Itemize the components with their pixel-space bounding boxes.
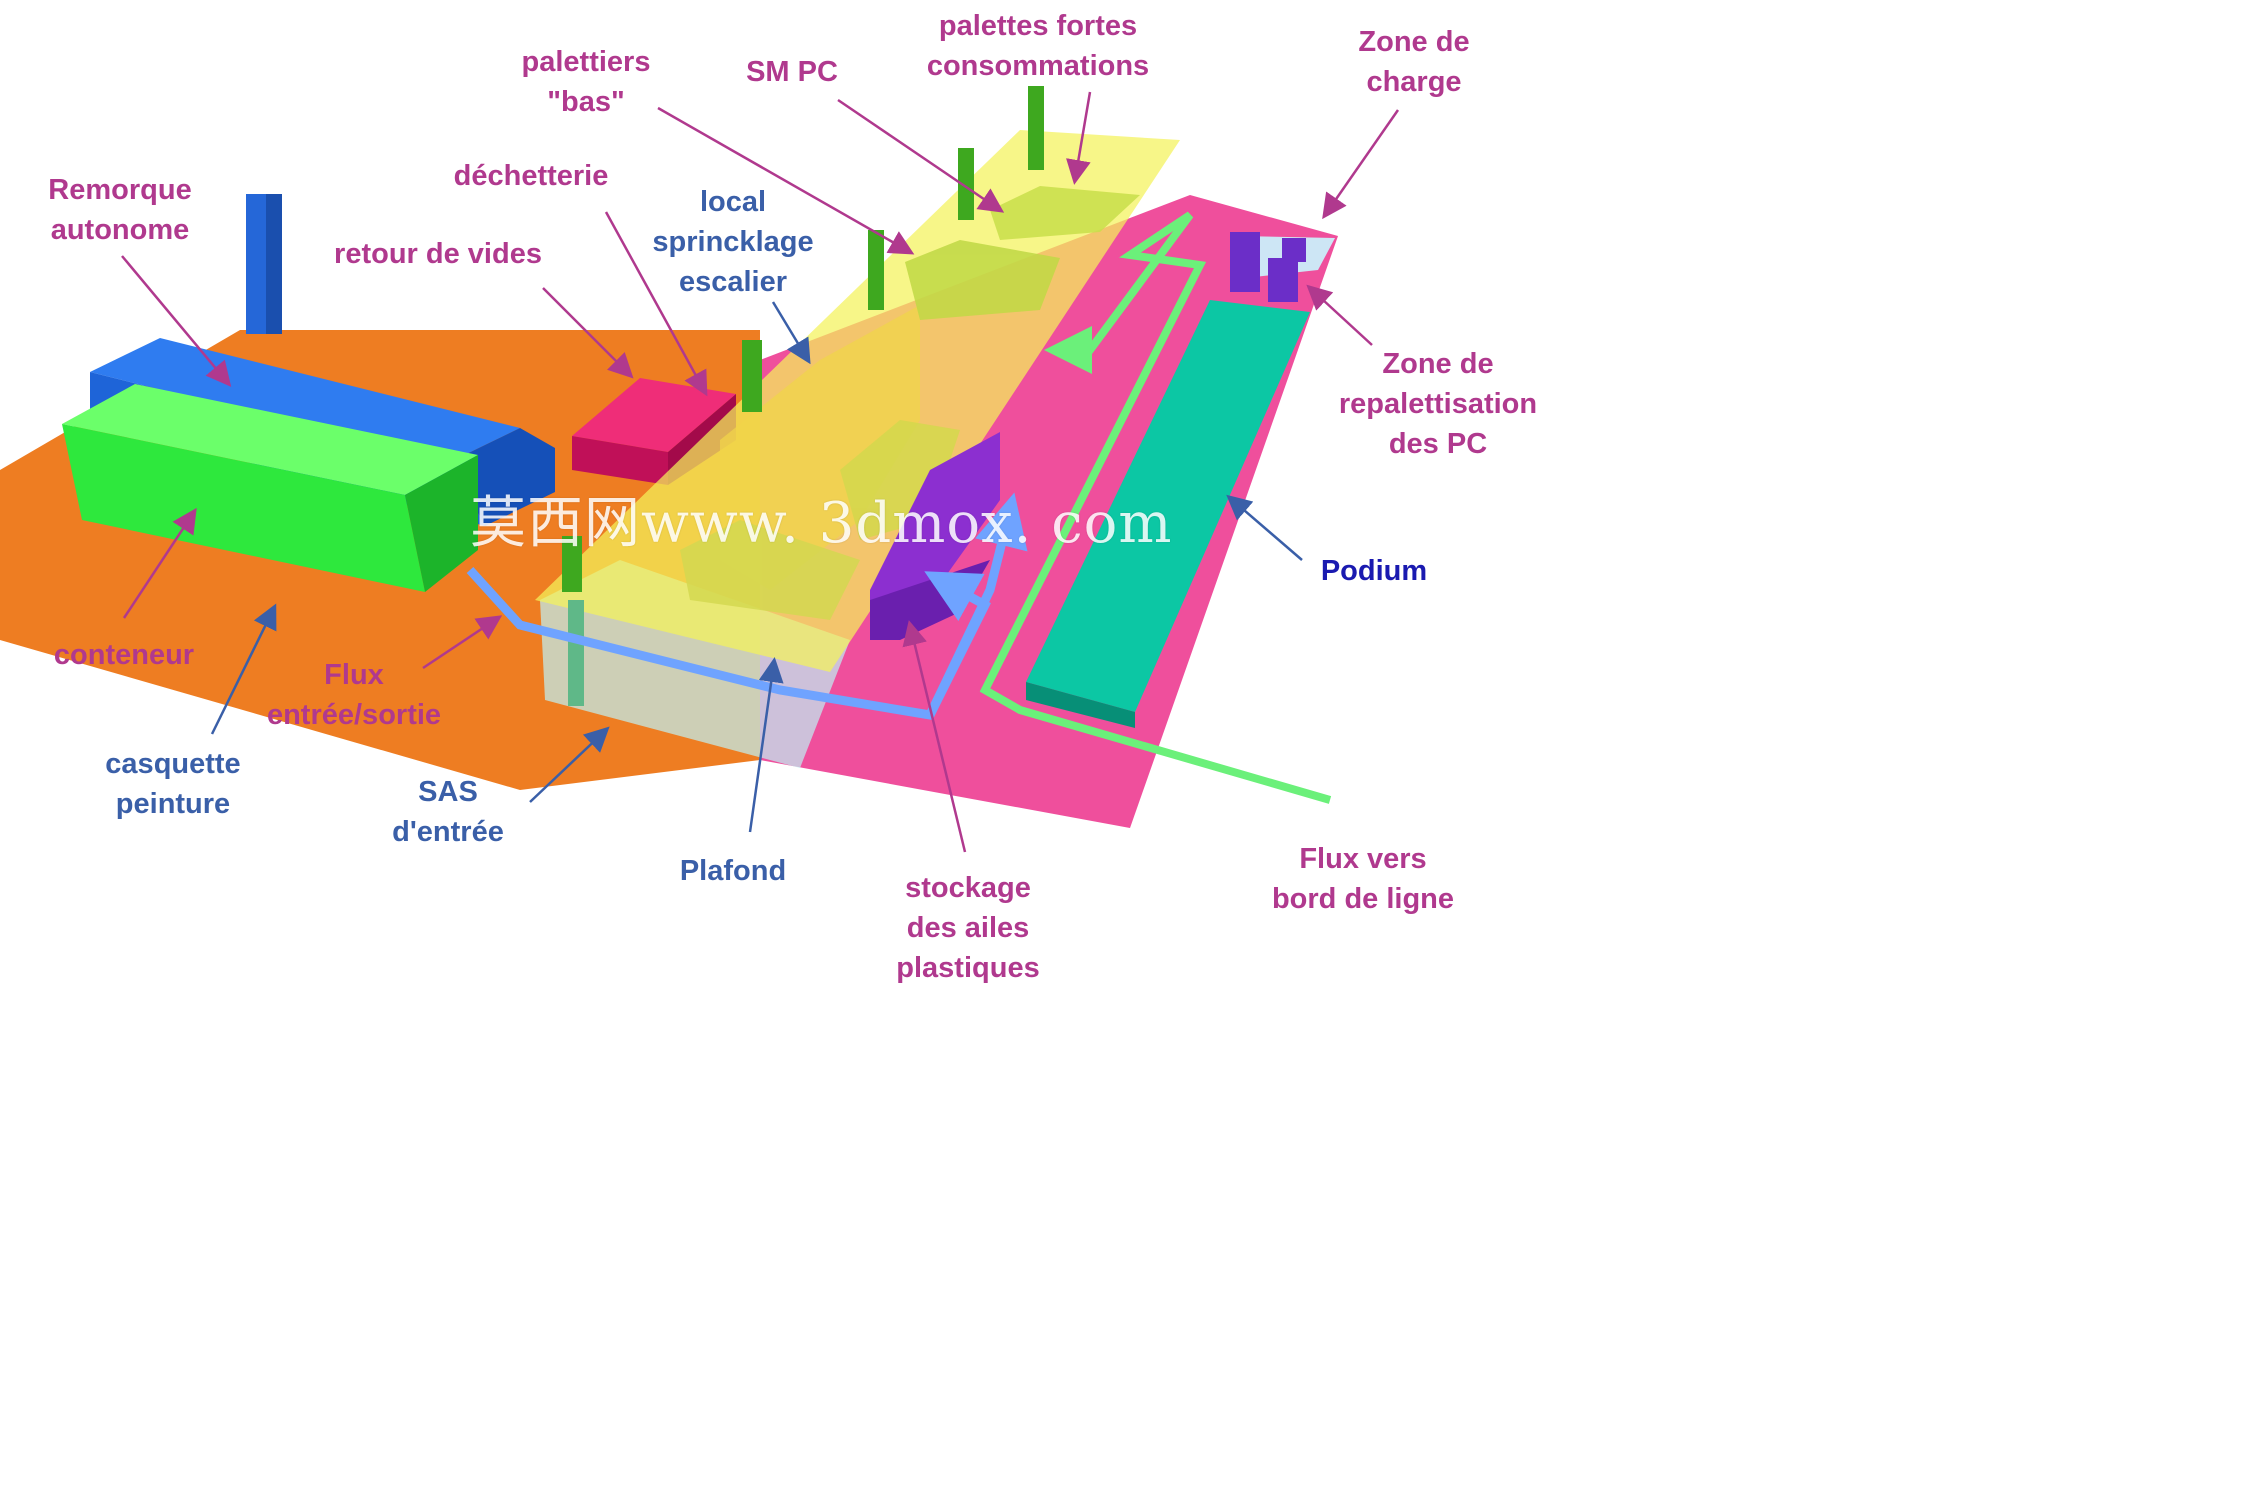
label-retour-vides: retour de vides	[334, 238, 542, 270]
label-conteneur: conteneur	[53, 639, 195, 671]
crimson-box-front	[572, 436, 668, 485]
crimson-box-top	[572, 378, 736, 452]
podium-front	[1026, 682, 1135, 728]
label-plafond: Plafond	[679, 855, 787, 887]
blue-flow-line	[466, 492, 1028, 720]
label-stockage: stockage des ailes plastiques	[896, 872, 1040, 984]
leader-lines	[121, 91, 1400, 853]
chimney-group	[562, 86, 1044, 706]
remorque-tower-side	[266, 194, 282, 334]
label-palettiers-bas: palettiers "bas"	[521, 46, 651, 118]
label-zone-repalettisation: Zone de repalettisation des PC	[1338, 348, 1538, 460]
label-flux-entree: Flux entrée/sortie	[266, 659, 442, 731]
charge-zone-pallets	[1230, 232, 1306, 302]
factory-3d-scene	[0, 86, 1400, 853]
label-podium: Podium	[1320, 555, 1428, 587]
label-local-sprinklage: local sprincklage escalier	[652, 186, 814, 298]
label-dechetterie: déchetterie	[453, 160, 609, 192]
storage-wings	[870, 432, 1000, 640]
watermark: 莫西网www. 3dmox. com	[470, 491, 1173, 556]
container-side	[405, 455, 478, 592]
label-sm-pc: SM PC	[746, 56, 838, 88]
blue-flow-return	[924, 571, 991, 718]
green-flow-line	[979, 211, 1332, 804]
label-sas: SAS d'entrée	[392, 776, 504, 848]
container-top	[62, 384, 478, 495]
container-front	[62, 424, 425, 592]
label-palettes-fortes: palettes fortes consommations	[926, 10, 1150, 82]
ceiling-block	[720, 305, 920, 590]
label-flux-vers: Flux vers bord de ligne	[1271, 843, 1455, 915]
label-zone-charge: Zone de charge	[1358, 26, 1470, 98]
label-remorque: Remorque autonome	[48, 174, 192, 246]
podium-top	[1026, 300, 1310, 712]
diagram-stage: palettes fortes consommations Zone de ch…	[0, 0, 1568, 1050]
casquette-top	[90, 338, 520, 462]
label-casquette: casquette peinture	[105, 748, 241, 820]
